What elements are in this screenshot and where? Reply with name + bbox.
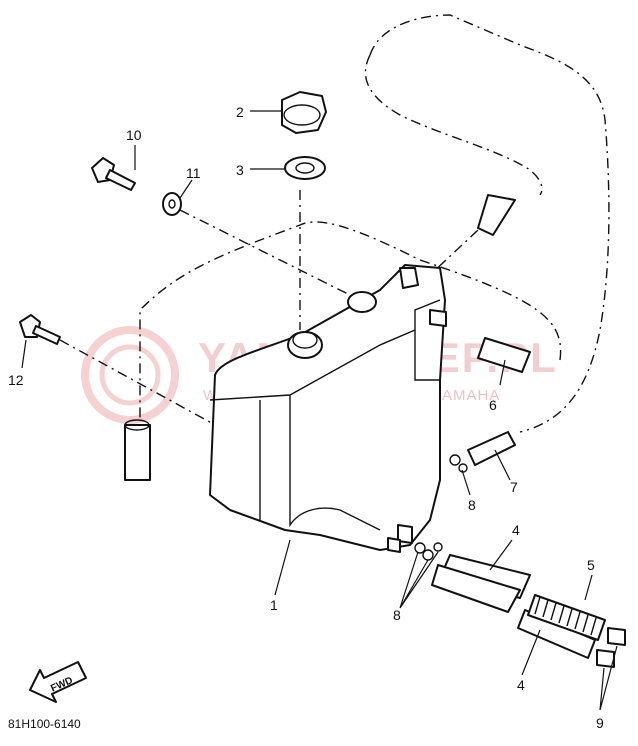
callout-4-lower: 4 [517, 677, 525, 693]
bolt-10 [91, 157, 136, 191]
bolt-12 [19, 314, 61, 345]
callout-1: 1 [270, 597, 278, 613]
leader-lines [21, 110, 618, 711]
oil-tank [209, 264, 447, 553]
washer-11 [162, 192, 182, 216]
callout-12: 12 [8, 372, 24, 388]
callout-11: 11 [186, 165, 201, 181]
hose-pieces [124, 194, 531, 481]
spring-5 [527, 594, 606, 641]
callout-3: 3 [236, 162, 244, 178]
callout-8-lower: 8 [393, 607, 401, 623]
callout-7: 7 [510, 479, 518, 495]
callout-2: 2 [236, 104, 244, 120]
cap-gasket [284, 156, 326, 180]
clamps-9 [596, 627, 626, 668]
tank-cap [281, 91, 327, 134]
watermark-logo [81, 326, 179, 424]
clips-8 [414, 454, 468, 561]
callout-8-upper: 8 [468, 497, 476, 513]
forward-arrow-icon: FWD [29, 661, 87, 703]
breather-hoses-4 [431, 554, 596, 659]
callout-10: 10 [126, 127, 142, 143]
callout-5: 5 [587, 557, 595, 573]
callout-9: 9 [596, 715, 604, 731]
callout-6: 6 [489, 397, 497, 413]
callout-4-upper: 4 [512, 522, 520, 538]
drawing-code: 81H100-6140 [8, 717, 81, 731]
callout-labels: 1 2 3 4 4 5 6 7 8 8 9 10 11 12 [8, 104, 604, 731]
